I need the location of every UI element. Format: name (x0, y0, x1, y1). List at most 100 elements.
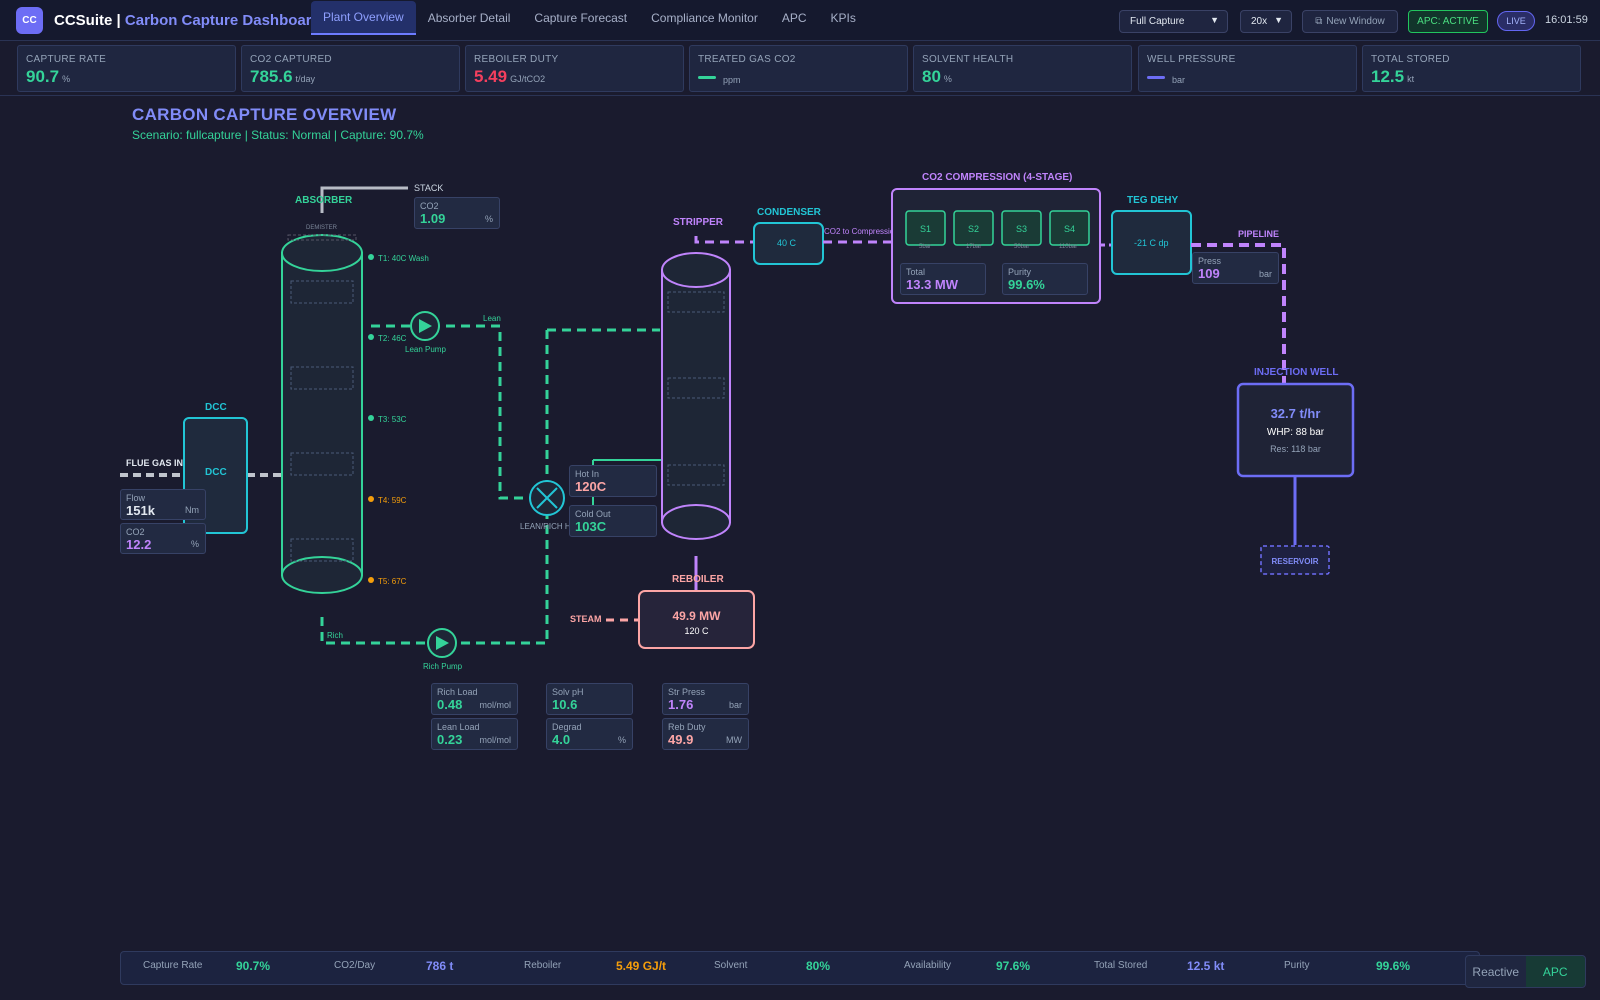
tab-apc[interactable]: APC (781, 11, 807, 25)
mode-apc-button[interactable]: APC (1525, 956, 1585, 987)
kpi-well-pressure: WELL PRESSURE bar (1138, 45, 1357, 92)
top-bar: CC CCSuite | Carbon Capture Dashboard Pl… (0, 0, 1600, 41)
footer-value: 90.7% (236, 959, 271, 973)
teg-dehy-box[interactable] (1111, 210, 1192, 275)
compressor-stage-1[interactable] (905, 210, 946, 246)
chevron-down-icon: ▼ (1210, 15, 1219, 25)
mode-reactive-button[interactable]: Reactive (1472, 964, 1520, 979)
temp-point-t1 (368, 254, 374, 260)
scenario-select-value: Full Capture (1130, 16, 1185, 27)
stripper-press-box: Str Press 1.76 bar (662, 683, 749, 715)
stripper-press-unit: bar (728, 700, 742, 710)
absorber-t1-label: T1: 40C Wash (378, 254, 429, 263)
hx-cold-value: 103C (575, 519, 607, 534)
reservoir-label: RESERVOIR (1271, 557, 1319, 566)
kpi-unit: bar (1172, 75, 1186, 85)
new-window-button[interactable]: ⧉ New Window (1302, 10, 1398, 33)
flue-co2-label: CO2 (126, 527, 145, 537)
rich-load-unit: mol/mol (479, 700, 511, 710)
kpi-solvent-health: SOLVENT HEALTH 80% (913, 45, 1132, 92)
kpi-value: 90.7 (26, 67, 60, 86)
tab-compliance-monitor[interactable]: Compliance Monitor (651, 11, 758, 25)
packing-bed (667, 291, 725, 313)
hx-hot-value: 120C (575, 479, 607, 494)
new-window-label: New Window (1326, 16, 1385, 27)
reboiler-temp: 120 C (684, 626, 709, 636)
exchanger-cross-icon (536, 487, 558, 509)
control-mode-switch: Reactive APC (1465, 955, 1586, 988)
footer-label: Total Stored (1094, 960, 1148, 971)
footer-label: Capture Rate (143, 960, 203, 971)
scenario-select[interactable]: Full Capture ▼ (1119, 10, 1228, 33)
compression-purity-box: Purity 99.6% (1002, 263, 1088, 295)
reboiler-box[interactable] (638, 590, 755, 649)
injection-res: Res: 118 bar (1270, 444, 1321, 454)
flue-flow-unit: Nm (185, 505, 199, 515)
stripper-press-label: Str Press (668, 687, 706, 697)
tab-plant-overview[interactable]: Plant Overview (311, 1, 416, 35)
solvent-ph-box: Solv pH 10.6 (546, 683, 633, 715)
kpi-value: 785.6 (250, 67, 293, 86)
hx-hot-label: Hot In (575, 469, 600, 479)
injection-whp: WHP: 88 bar (1266, 427, 1325, 438)
speed-select[interactable]: 20x ▼ (1240, 10, 1292, 33)
absorber-t3-label: T3: 53C (378, 415, 407, 424)
kpi-label: CO2 CAPTURED (250, 54, 332, 65)
tab-absorber-detail[interactable]: Absorber Detail (427, 11, 511, 25)
lean-solvent-line (371, 324, 532, 500)
degradation-unit: % (617, 735, 626, 745)
compressor-stage-2[interactable] (953, 210, 994, 246)
kpi-no-data-dash (698, 75, 716, 79)
absorber-top-head (281, 234, 363, 272)
dcc-title: DCC (205, 402, 227, 413)
footer-label: Solvent (714, 960, 748, 971)
packing-bed (290, 538, 354, 562)
demister-pad (287, 234, 357, 241)
flue-co2-value: 12.2 (126, 537, 152, 552)
kpi-label: TOTAL STORED (1371, 54, 1450, 65)
kpi-unit: GJ/tCO2 (510, 74, 546, 84)
apc-status-badge[interactable]: APC: ACTIVE (1408, 10, 1488, 33)
footer-value: 5.49 GJ/t (616, 959, 667, 973)
hx-cold-label: Cold Out (575, 509, 611, 519)
hx-label: LEAN/RICH HX (520, 522, 577, 531)
flue-co2-box: CO2 12.2 % (120, 523, 206, 554)
packing-bed (290, 452, 354, 476)
app-title: CCSuite | Carbon Capture Dashboard (54, 12, 321, 29)
injection-well-title: INJECTION WELL (1254, 367, 1339, 378)
absorber-t4-label: T4: 59C (378, 496, 407, 505)
compression-total-box: Total 13.3 MW (900, 263, 986, 295)
app-title-separator: | (116, 12, 121, 29)
compression-title: CO2 COMPRESSION (4-STAGE) (922, 172, 1073, 183)
demister-label: DEMISTER (306, 225, 338, 231)
pipeline-title: PIPELINE (1238, 229, 1280, 239)
compressor-stage-3[interactable] (1001, 210, 1042, 246)
stage-2-pressure: 17bar (966, 244, 982, 250)
stripper-shell[interactable] (661, 269, 731, 523)
teg-value: -21 C dp (1134, 238, 1169, 248)
absorber-shell[interactable] (281, 252, 363, 576)
kpi-no-data-dash (1147, 75, 1165, 79)
temp-point-t2 (368, 334, 374, 340)
footer-summary: Capture Rate 90.7% CO2/Day 786 t Reboile… (120, 951, 1480, 985)
degradation-value: 4.0 (552, 732, 571, 747)
app-name: CCSuite (54, 12, 113, 29)
dcc-inner-label: DCC (205, 467, 227, 478)
stage-3-pressure: 50bar (1014, 244, 1030, 250)
tab-capture-forecast[interactable]: Capture Forecast (534, 11, 628, 25)
reboiler-duty-value: 49.9 (668, 732, 694, 747)
compressor-stage-4[interactable] (1049, 210, 1090, 246)
stage-4-pressure: 110bar (1059, 244, 1078, 250)
clock: 16:01:59 (1545, 14, 1588, 26)
kpi-label: SOLVENT HEALTH (922, 54, 1014, 65)
stripper-bottom-head (661, 504, 731, 540)
kpi-label: TREATED GAS CO2 (698, 54, 796, 65)
footer-label: Purity (1284, 960, 1310, 971)
tab-kpis[interactable]: KPIs (830, 11, 856, 25)
rich-load-box: Rich Load 0.48 mol/mol (431, 683, 518, 715)
speed-select-value: 20x (1251, 16, 1268, 27)
pipeline-press-value: 109 (1198, 266, 1220, 281)
stripper-top-head (661, 252, 731, 288)
